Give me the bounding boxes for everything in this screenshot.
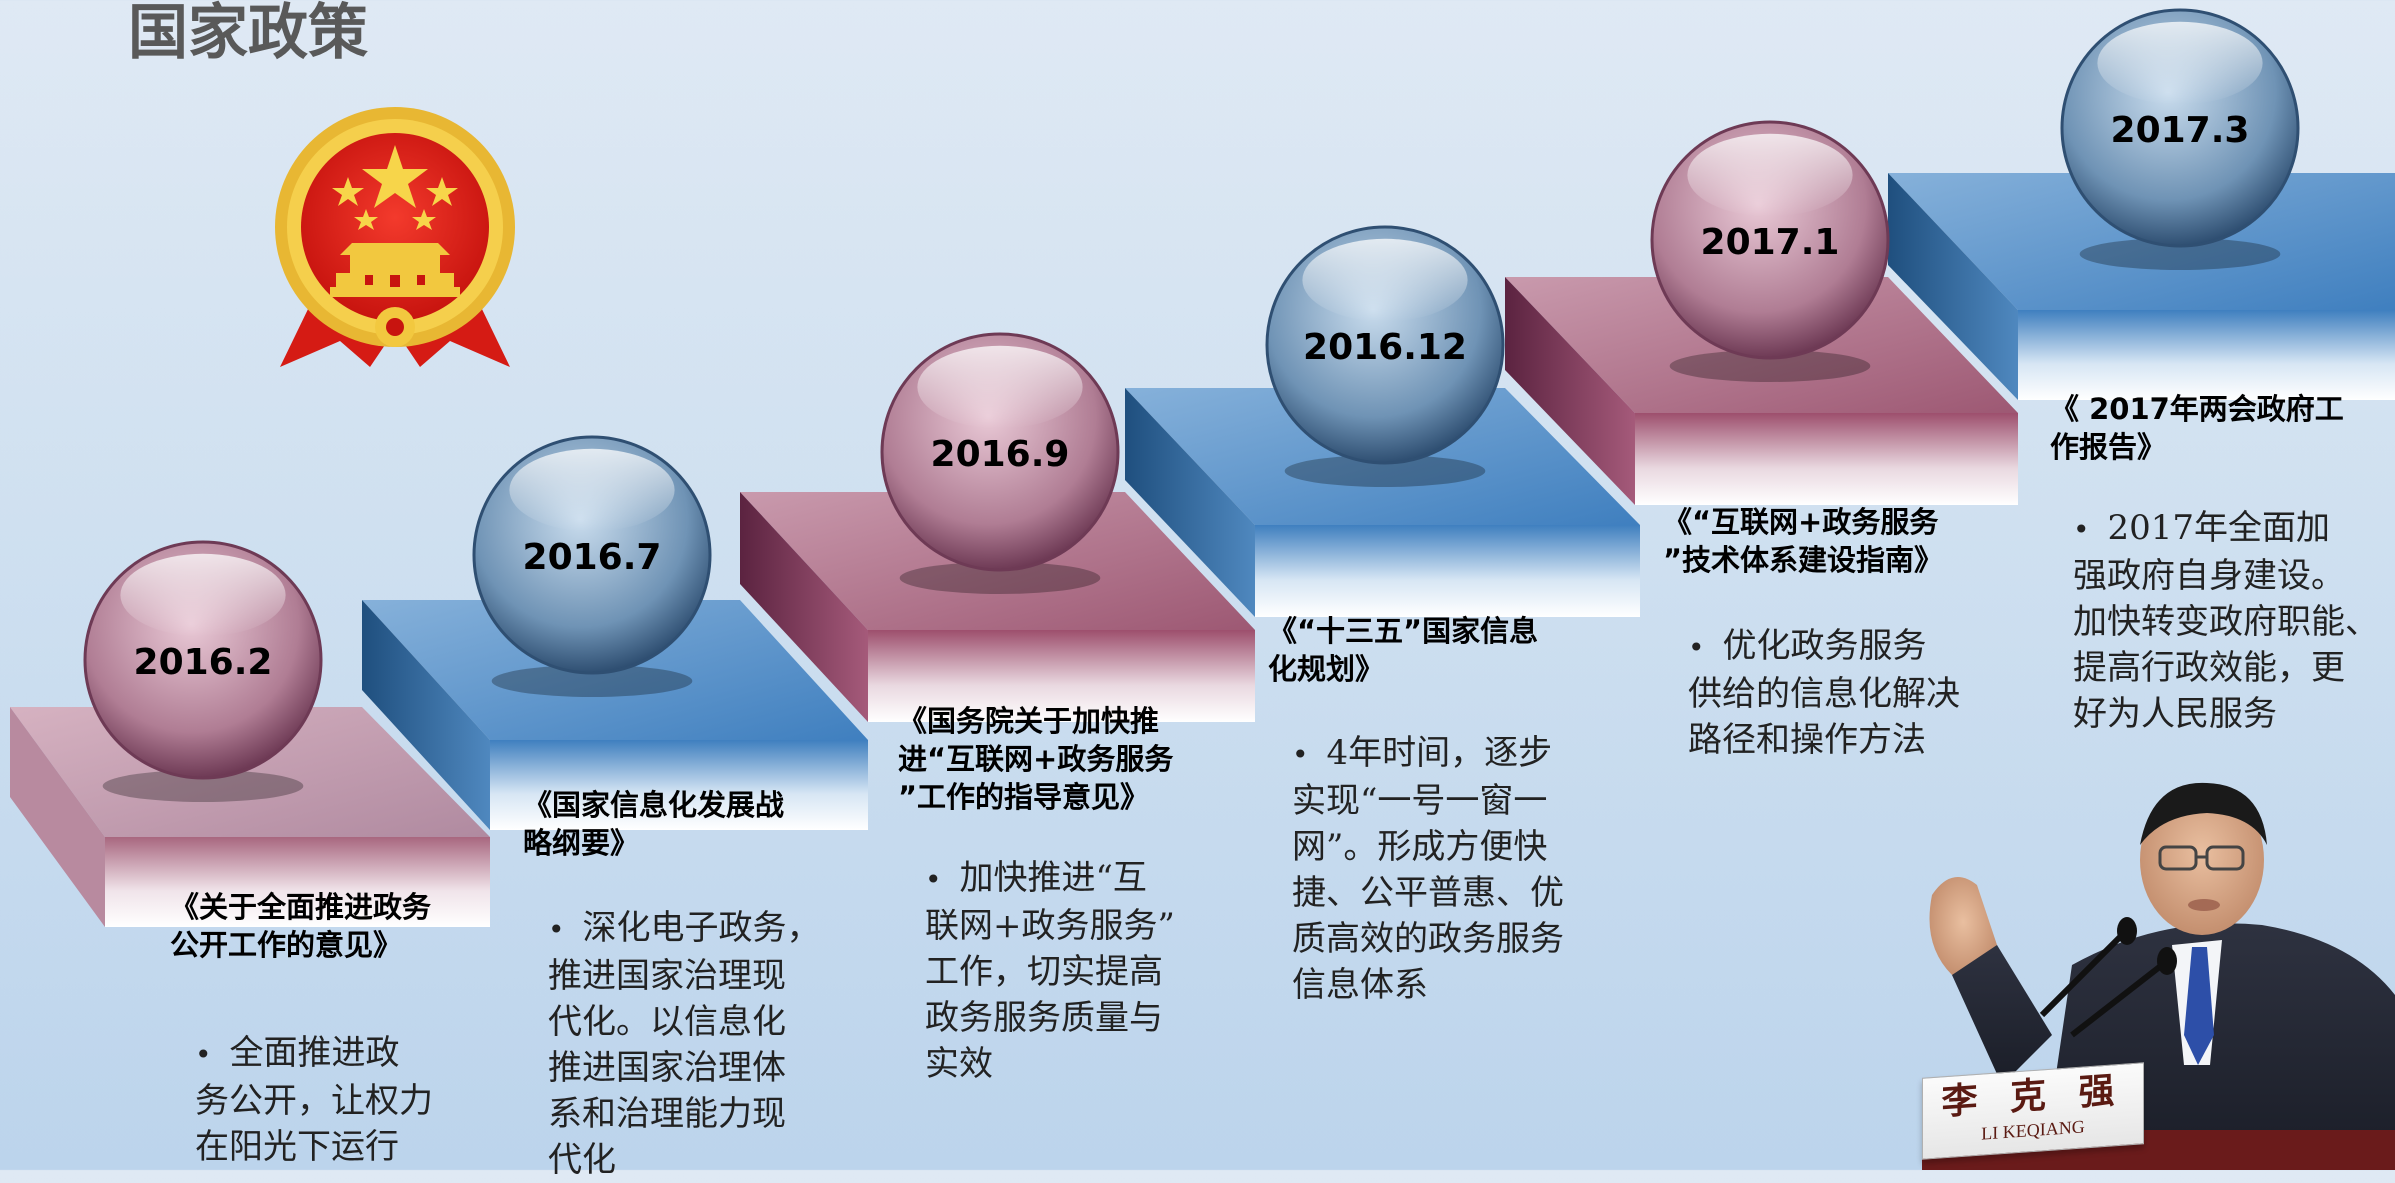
date-sphere-1: 2016.2	[83, 540, 323, 802]
policy-summary-line: 代化。以信息化	[548, 1002, 786, 1042]
policy-summary: •优化政务服务供给的信息化解决路径和操作方法	[1688, 623, 1960, 763]
policy-summary-line: 加快转变政府职能、	[2073, 602, 2379, 642]
policy-summary-line: 在阳光下运行	[195, 1127, 399, 1167]
policy-summary-line: 推进国家治理现	[548, 956, 786, 996]
policy-document-title-line: 《“十三五”国家信息	[1268, 614, 1539, 648]
policy-document-title: 《国家信息化发展战略纲要》	[523, 786, 784, 862]
policy-document-title: 《关于全面推进政务公开工作的意见》	[170, 888, 431, 964]
policy-document-title-line: 作报告》	[2050, 430, 2167, 464]
policy-summary-line: 供给的信息化解决	[1688, 674, 1960, 714]
nameplate: 李 克 强 LI KEQIANG	[1922, 1062, 2144, 1160]
policy-document-title-line: 公开工作的意见》	[170, 928, 403, 962]
policy-summary: •全面推进政务公开，让权力在阳光下运行	[195, 1030, 433, 1170]
policy-summary-line: 捷、公平普惠、优	[1292, 873, 1564, 913]
policy-summary-line: •全面推进政	[195, 1033, 400, 1073]
policy-summary-line: 工作，切实提高	[925, 952, 1163, 992]
date-sphere-3: 2016.9	[880, 332, 1120, 594]
policy-document-title-line: 略纲要》	[523, 826, 640, 860]
date-sphere-5: 2017.1	[1650, 120, 1890, 382]
policy-summary-line: 代化	[548, 1140, 616, 1180]
date-label: 2016.12	[1303, 327, 1467, 368]
policy-summary-line: •深化电子政务，	[548, 908, 821, 948]
policy-summary: •4年时间，逐步实现“一号一窗一网”。形成方便快捷、公平普惠、优质高效的政务服务…	[1292, 730, 1564, 1008]
date-label: 2017.1	[1701, 222, 1840, 263]
policy-document-title-line: 《国家信息化发展战	[523, 788, 785, 822]
policy-summary-line: 信息体系	[1292, 965, 1428, 1005]
page-title: 国家政策	[128, 0, 368, 68]
policy-document-title-line: 《国务院关于加快推	[898, 704, 1160, 738]
policy-document-title: 《国务院关于加快推进“互联网+政务服务 ”工作的指导意见》	[898, 702, 1173, 816]
policy-summary-line: 好为人民服务	[2073, 694, 2277, 734]
policy-summary-line: 网”。形成方便快	[1292, 827, 1548, 867]
date-sphere-6: 2017.3	[2060, 8, 2300, 270]
policy-summary-line: 推进国家治理体	[548, 1048, 786, 1088]
national-emblem	[275, 107, 515, 367]
bullet-icon: •	[195, 1038, 212, 1071]
bullet-icon: •	[1292, 738, 1309, 771]
policy-summary: •深化电子政务， 推进国家治理现代化。以信息化推进国家治理体系和治理能力现代化	[548, 905, 821, 1183]
policy-document-title-line: 《 2017年两会政府工	[2050, 392, 2344, 426]
policy-summary-line: 联网+政务服务”	[925, 906, 1175, 946]
policy-summary-line: •优化政务服务	[1688, 626, 1927, 666]
policy-document-title-line: 化规划》	[1268, 652, 1385, 686]
policy-summary-line: 实现“一号一窗一	[1292, 781, 1548, 821]
policy-document-title-line: 《“互联网+政务服务	[1663, 505, 1939, 539]
policy-document-title: 《 2017年两会政府工作报告》	[2050, 390, 2344, 466]
date-label: 2017.3	[2111, 110, 2250, 151]
policy-summary-line: •加快推进“互	[925, 858, 1147, 898]
policy-summary-line: 强政府自身建设。	[2073, 556, 2345, 596]
date-sphere-4: 2016.12	[1265, 225, 1505, 487]
bullet-icon: •	[2073, 513, 2090, 546]
policy-summary-line: 路径和操作方法	[1688, 720, 1926, 760]
bullet-icon: •	[925, 863, 942, 896]
policy-summary-line: •2017年全面加	[2073, 508, 2331, 548]
date-label: 2016.7	[523, 537, 662, 578]
policy-summary-line: •4年时间，逐步	[1292, 733, 1553, 773]
policy-document-title-line: 《关于全面推进政务	[170, 890, 432, 924]
policy-summary-line: 政务服务质量与	[925, 998, 1163, 1038]
policy-summary-line: 提高行政效能，更	[2073, 648, 2345, 688]
bullet-icon: •	[1688, 631, 1705, 664]
policy-document-title-line: ”技术体系建设指南》	[1663, 543, 1944, 577]
policy-summary-line: 务公开，让权力	[195, 1081, 433, 1121]
policy-summary: •加快推进“互联网+政务服务” 工作，切实提高政务服务质量与实效	[925, 855, 1175, 1087]
date-label: 2016.2	[134, 642, 273, 683]
policy-document-title: 《“十三五”国家信息化规划》	[1268, 612, 1538, 688]
policy-summary-line: 质高效的政务服务	[1292, 919, 1564, 959]
date-label: 2016.9	[931, 434, 1070, 475]
policy-summary: •2017年全面加强政府自身建设。加快转变政府职能、提高行政效能，更好为人民服务	[2073, 505, 2379, 737]
policy-document-title-line: ”工作的指导意见》	[898, 780, 1150, 814]
policy-document-title: 《“互联网+政务服务 ”技术体系建设指南》	[1663, 503, 1943, 579]
bullet-icon: •	[548, 913, 565, 946]
policy-summary-line: 系和治理能力现	[548, 1094, 786, 1134]
policy-document-title-line: 进“互联网+政务服务	[898, 742, 1174, 776]
date-sphere-2: 2016.7	[472, 435, 712, 697]
policy-summary-line: 实效	[925, 1044, 993, 1084]
